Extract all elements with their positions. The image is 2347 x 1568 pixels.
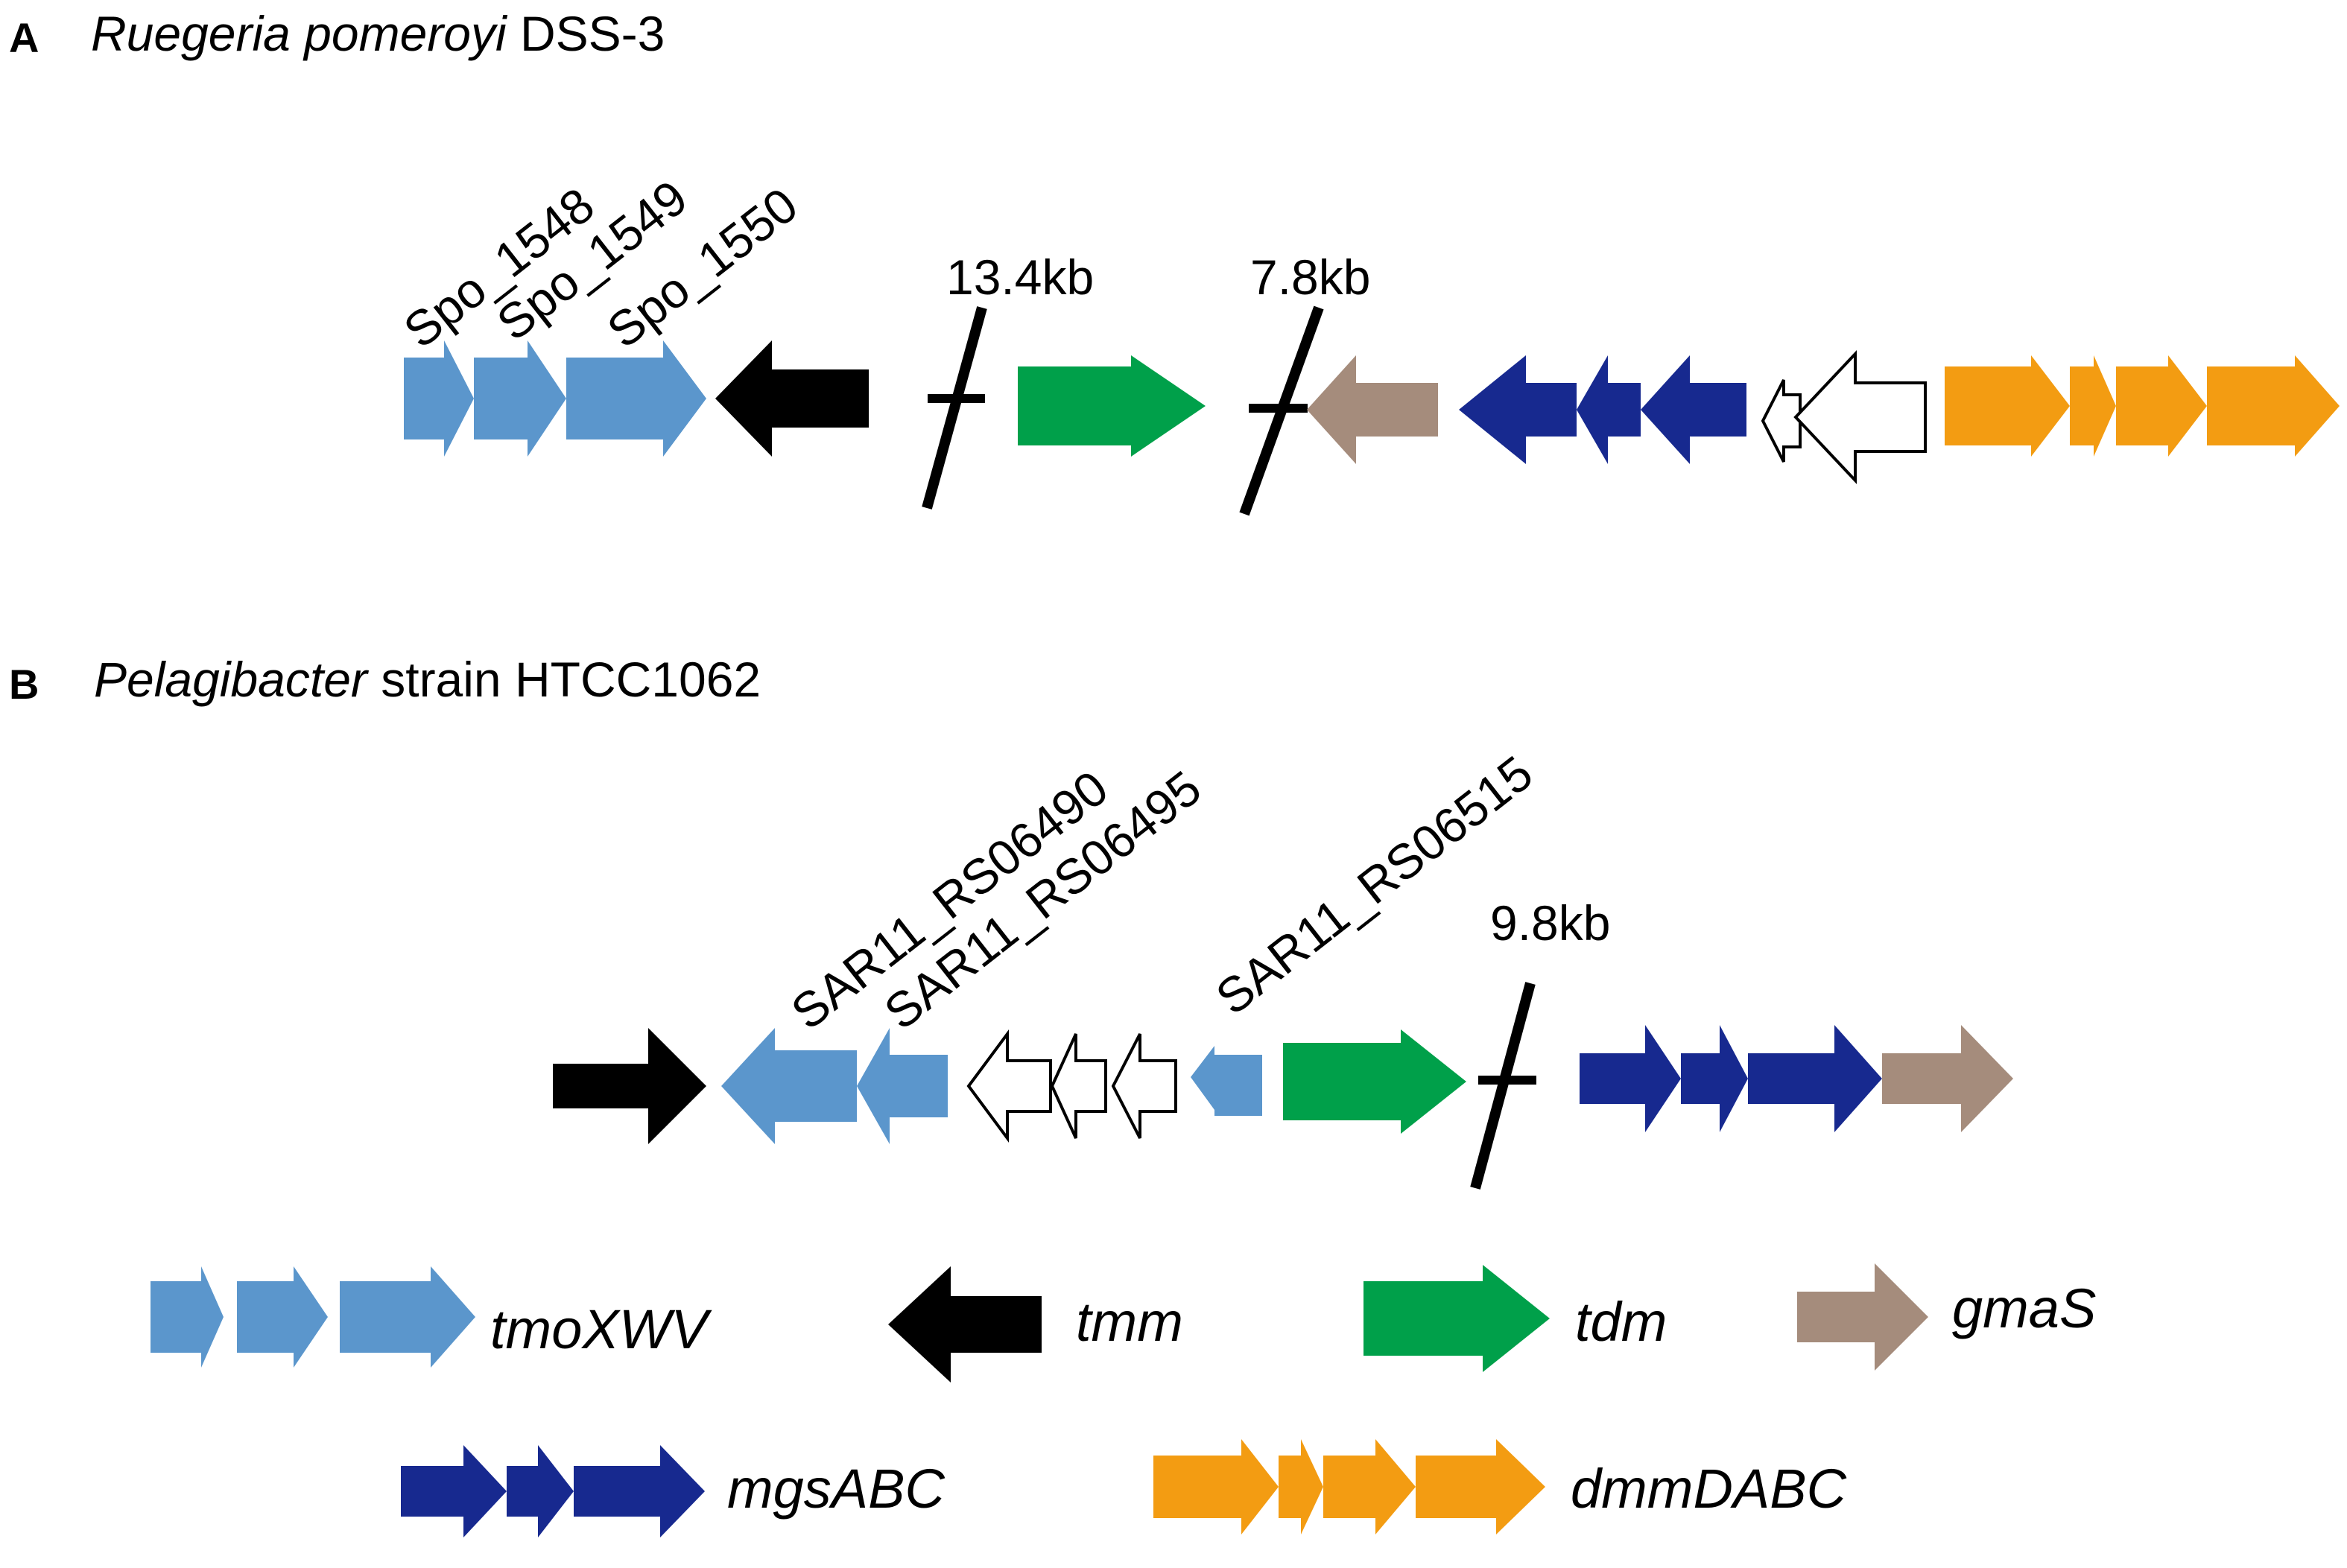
gene-arrow-sar11-rs06495 [857, 1028, 948, 1144]
legend-swatch-gmas [1797, 1263, 1928, 1371]
panel-a-organism: Ruegeria pomeroyi [91, 6, 508, 61]
legend-item-tdm: tdm [1363, 1265, 1667, 1372]
gene-arrow-tmm [715, 340, 869, 457]
gene-arrow-sar11-rs06515 [1191, 1046, 1262, 1116]
panel-b: B Pelagibacter strain HTCC1062 SAR11_RS0… [9, 652, 2013, 1190]
panel-b-organism: Pelagibacter [94, 652, 370, 707]
gap-label-9-8kb: 9.8kb [1490, 895, 1610, 950]
gap-break-3 [1470, 982, 1536, 1190]
gene-arrow-dmm-2 [2070, 355, 2116, 457]
legend-item-dmmdabc: dmmDABC [1153, 1439, 1847, 1534]
gene-arrow-mgs-1 [1459, 355, 1577, 464]
legend-swatch-mgsabc-2 [507, 1445, 574, 1537]
legend-item-mgsabc: mgsABC [401, 1445, 946, 1537]
legend-swatch-dmmdabc-4 [1416, 1439, 1545, 1534]
gene-arrow-mgs-b3 [1748, 1025, 1882, 1132]
gap-label-13-4kb: 13.4kb [946, 250, 1094, 305]
panel-a: A Ruegeria pomeroyi DSS-3 Spo_1548 Spo_1… [9, 6, 2340, 516]
legend-item-tmm: tmm [888, 1266, 1183, 1383]
legend-label-gmas: gmaS [1952, 1277, 2096, 1339]
gene-arrow-dmm-3 [2116, 355, 2207, 457]
legend-label-tmm: tmm [1076, 1291, 1183, 1353]
gene-arrow-gmas-b [1882, 1025, 2013, 1132]
legend-swatch-tmoxwv-2 [237, 1266, 328, 1368]
legend-swatch-tmoxwv-3 [340, 1266, 475, 1368]
legend-label-tmoxwv: tmoXWV [490, 1298, 713, 1360]
legend: tmoXWV tmm tdm gmaS mgsABC [151, 1263, 2096, 1537]
gene-arrow-mgs-b2 [1681, 1025, 1748, 1132]
panel-b-title: Pelagibacter strain HTCC1062 [94, 652, 761, 707]
gap-label-7-8kb: 7.8kb [1250, 250, 1370, 305]
legend-label-dmmdabc: dmmDABC [1571, 1458, 1847, 1520]
gene-arrow-sar11-rs06490 [721, 1028, 857, 1144]
gene-arrow-other-b1 [966, 1029, 1052, 1143]
gene-arrow-spo-1550 [566, 340, 706, 457]
legend-label-mgsabc: mgsABC [727, 1458, 946, 1520]
gene-arrow-other-a1 [1761, 379, 1802, 463]
legend-item-tmoxwv: tmoXWV [151, 1266, 713, 1368]
panel-a-letter: A [9, 14, 39, 61]
legend-swatch-mgsabc-3 [574, 1445, 705, 1537]
gene-arrow-dmm-4 [2207, 355, 2340, 457]
legend-swatch-dmmdabc-1 [1153, 1439, 1279, 1534]
gene-arrow-tdm [1018, 355, 1206, 457]
gene-arrow-mgs-2 [1577, 355, 1641, 464]
legend-swatch-dmmdabc-2 [1279, 1439, 1323, 1534]
gene-arrow-gmas [1307, 355, 1438, 464]
gene-arrow-tdm-b [1283, 1029, 1466, 1134]
gene-arrow-mgs-b1 [1580, 1025, 1681, 1132]
legend-label-tdm: tdm [1575, 1291, 1667, 1353]
gap-break-1 [922, 306, 987, 510]
gene-arrow-tmm-b [553, 1028, 706, 1144]
panel-a-title: Ruegeria pomeroyi DSS-3 [91, 6, 665, 61]
gene-arrow-dmm-1 [1945, 355, 2070, 457]
gene-label-sar11-rs06515: SAR11_RS06515 [1206, 745, 1542, 1025]
panel-b-strain: strain HTCC1062 [367, 652, 761, 707]
gene-arrow-spo-1548 [404, 340, 474, 457]
gene-arrow-mgs-3 [1641, 355, 1746, 464]
panel-b-letter: B [9, 661, 39, 708]
gene-arrow-other-b2 [1050, 1033, 1107, 1139]
gene-arrow-other-a2 [1793, 349, 1927, 485]
legend-swatch-tmm [888, 1266, 1042, 1383]
panel-a-strain: DSS-3 [507, 6, 665, 61]
gene-arrow-other-b3 [1111, 1033, 1177, 1139]
legend-swatch-dmmdabc-3 [1323, 1439, 1416, 1534]
legend-swatch-tmoxwv-1 [151, 1266, 224, 1368]
legend-swatch-mgsabc-1 [401, 1445, 507, 1537]
gene-arrow-spo-1549 [474, 340, 566, 457]
legend-item-gmas: gmaS [1797, 1263, 2096, 1371]
legend-swatch-tdm [1363, 1265, 1550, 1372]
